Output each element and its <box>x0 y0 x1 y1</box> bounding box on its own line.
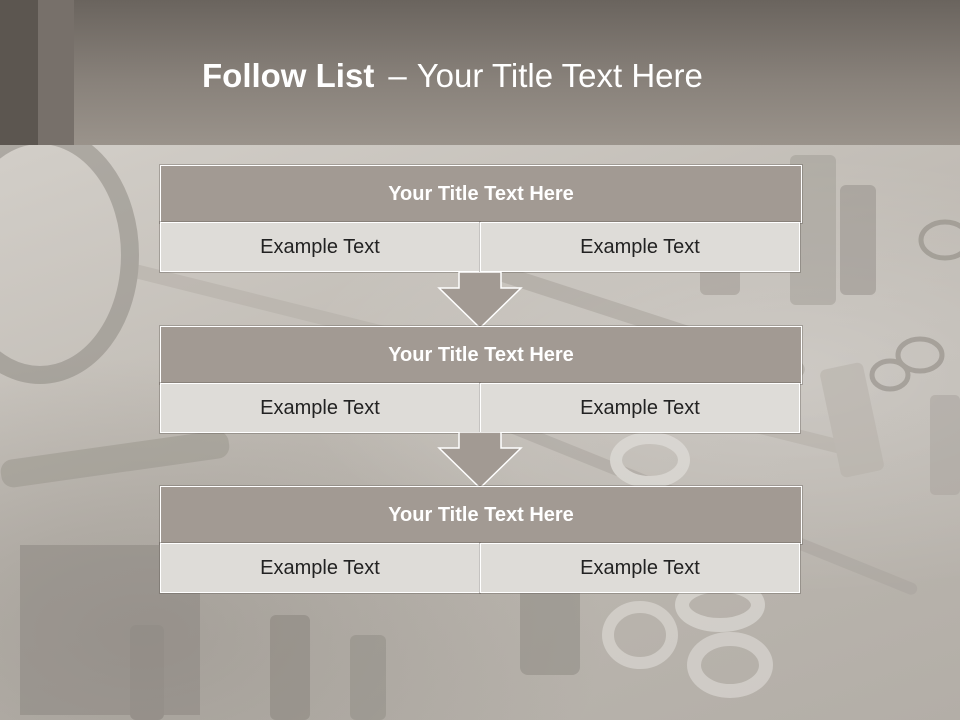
block-title: Your Title Text Here <box>160 486 802 544</box>
header-accent-strip-light <box>38 0 74 145</box>
block-left-cell: Example Text <box>160 543 480 593</box>
slide-title-bold: Follow List <box>202 57 375 94</box>
block-title: Your Title Text Here <box>160 165 802 223</box>
block-right-cell: Example Text <box>480 543 800 593</box>
down-arrow-icon <box>437 272 523 330</box>
header-accent-strip-dark <box>0 0 38 145</box>
block-title: Your Title Text Here <box>160 326 802 384</box>
slide-header: Follow List–Your Title Text Here <box>0 0 960 145</box>
block-right-cell: Example Text <box>480 383 800 433</box>
block-left-cell: Example Text <box>160 222 480 272</box>
slide-title-rest: Your Title Text Here <box>416 57 703 94</box>
block-left-cell: Example Text <box>160 383 480 433</box>
slide-title-separator: – <box>388 57 407 94</box>
slide-title: Follow List–Your Title Text Here <box>202 54 703 98</box>
block-right-cell: Example Text <box>480 222 800 272</box>
down-arrow-icon <box>437 432 523 490</box>
